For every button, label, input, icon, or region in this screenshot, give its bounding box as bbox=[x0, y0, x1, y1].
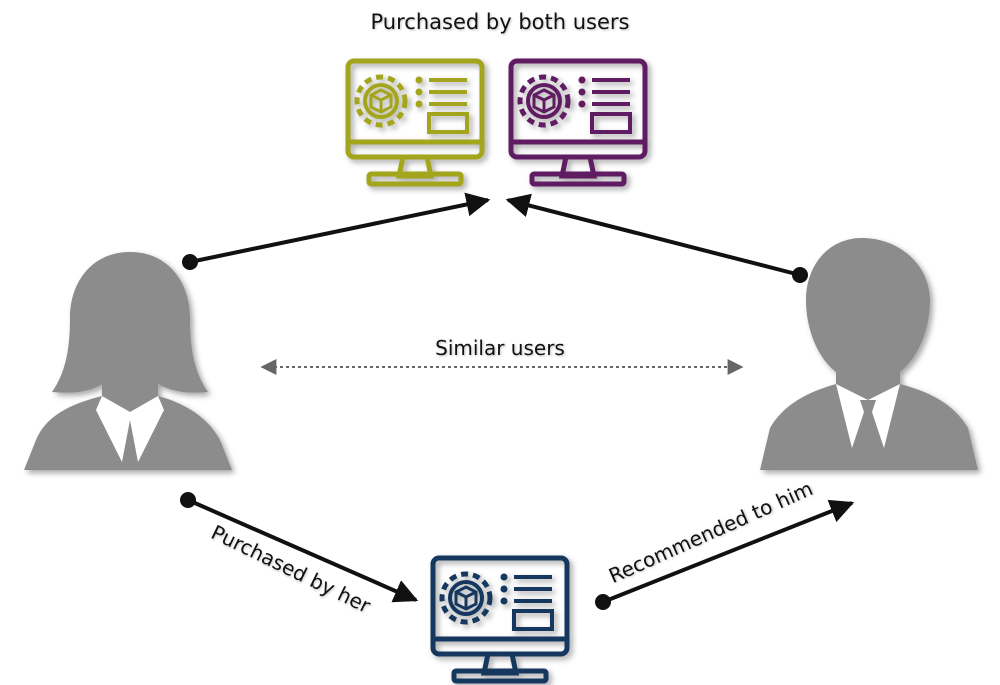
arrow-purchased-by-her bbox=[180, 492, 419, 603]
monitor-left-icon bbox=[348, 61, 482, 184]
monitor-bottom-icon bbox=[433, 558, 567, 681]
arrow-recommended-to-him bbox=[595, 499, 855, 610]
label-purchased-by-both: Purchased by both users bbox=[370, 10, 630, 34]
arrow-man-to-both bbox=[505, 193, 808, 283]
woman-user-icon bbox=[24, 252, 232, 470]
arrow-woman-to-both bbox=[182, 192, 491, 270]
man-user-icon bbox=[760, 238, 978, 470]
label-similar-users: Similar users bbox=[435, 336, 565, 360]
monitor-right-icon bbox=[511, 61, 645, 184]
